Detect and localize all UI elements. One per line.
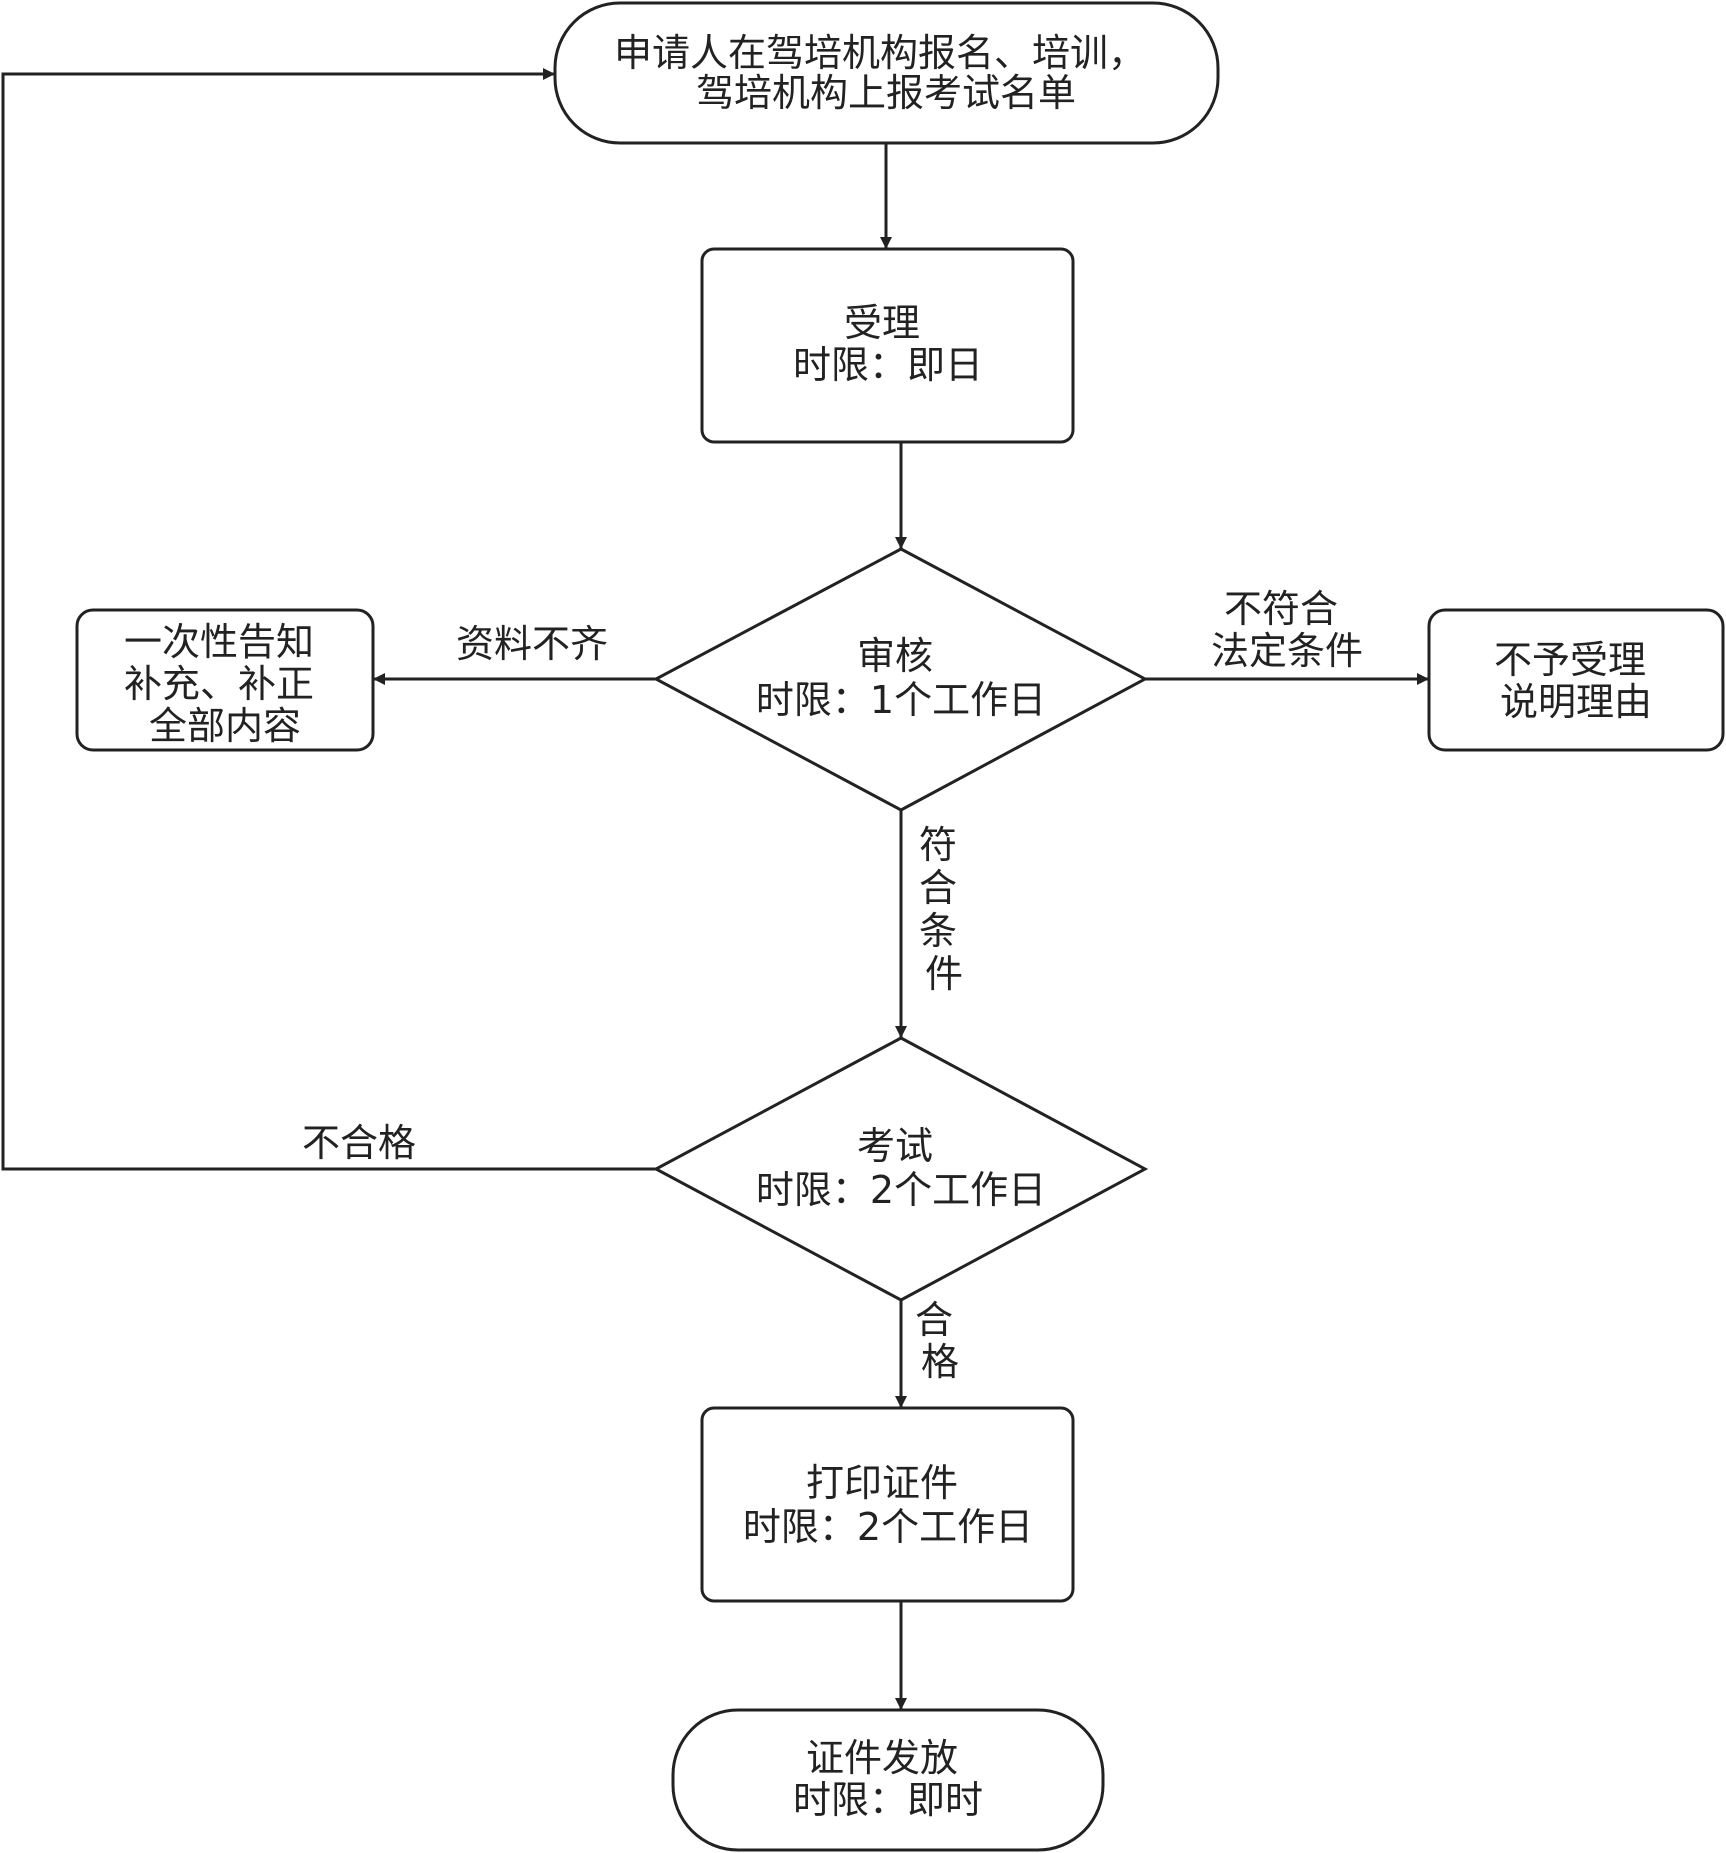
edge-label-not-qualified-line-2: 法定条件 — [1211, 629, 1363, 673]
accept-line-2: 时限：即日 — [793, 343, 983, 387]
issue-node: 证件发放 时限：即时 — [671, 1708, 1105, 1852]
reject-line-1: 不予受理 — [1494, 638, 1646, 682]
supplement-line-3: 全部内容 — [149, 704, 301, 748]
svg-text:申请人在驾培机构报名、培训， 驾培机构上报考试名: 申请人在驾培机构报名、培训， 驾培机构上报考试名单 — [614, 31, 1158, 115]
issue-line-2: 时限：即时 — [793, 1778, 983, 1822]
svg-text:不予受理 说明理由: 不予受理 说明理由 — [1494, 638, 1658, 724]
edge-label-pass: 合 格 — [915, 1298, 965, 1384]
svg-text:审核 时限：1个工作日: 审核 时限：1个工作日 — [756, 634, 1046, 722]
edge-label-fail-line-1: 不合格 — [302, 1121, 416, 1165]
svg-text:打印证件 时限：2个工作日: 打印证件 时限：2个工作日 — [743, 1461, 1033, 1549]
edge-label-incomplete-line-1: 资料不齐 — [456, 622, 608, 666]
print-line-2: 时限：2个工作日 — [743, 1505, 1033, 1549]
print-line-1: 打印证件 — [806, 1461, 958, 1505]
review-line-1: 审核 — [857, 634, 933, 678]
edge-exam-fail-to-start — [1, 68, 656, 1171]
edge-label-qualified-char-2: 合 — [919, 866, 957, 910]
edge-label-fail: 不合格 — [302, 1121, 416, 1165]
reject-line-2: 说明理由 — [1500, 680, 1652, 724]
edge-label-incomplete: 资料不齐 — [456, 622, 608, 666]
svg-text:考试 时限：2个工作日: 考试 时限：2个工作日 — [756, 1124, 1046, 1212]
accept-node: 受理 时限：即日 — [700, 247, 1075, 444]
edge-label-pass-char-1: 合 — [915, 1298, 953, 1342]
edge-label-not-qualified: 不符合 法定条件 — [1211, 587, 1363, 673]
exam-line-1: 考试 — [857, 1124, 933, 1168]
accept-line-1: 受理 — [844, 301, 920, 345]
edge-label-qualified: 符 合 条 件 — [919, 823, 969, 996]
svg-text:一次性告知 补充、补正 全部内容: 一次性告知 补充、补正 全部内容 — [124, 620, 326, 748]
print-node: 打印证件 时限：2个工作日 — [700, 1406, 1075, 1603]
supplement-line-1: 一次性告知 — [124, 620, 314, 664]
svg-text:受理 时限：即日: 受理 时限：即日 — [793, 301, 983, 387]
exam-node: 考试 时限：2个工作日 — [652, 1036, 1149, 1302]
supplement-node: 一次性告知 补充、补正 全部内容 — [75, 608, 375, 752]
svg-text:证件发放 时限：即时: 证件发放 时限：即时 — [793, 1736, 983, 1822]
start-node: 申请人在驾培机构报名、培训， 驾培机构上报考试名单 — [553, 1, 1220, 145]
issue-line-1: 证件发放 — [806, 1736, 958, 1780]
edge-label-not-qualified-line-1: 不符合 — [1224, 587, 1338, 631]
start-line-1: 申请人在驾培机构报名、培训， — [614, 31, 1146, 75]
start-line-2: 驾培机构上报考试名单 — [696, 71, 1076, 115]
supplement-line-2: 补充、补正 — [124, 662, 314, 706]
edge-label-pass-char-2: 格 — [921, 1340, 959, 1384]
edge-label-qualified-char-3: 条 — [919, 909, 957, 953]
edge-label-qualified-char-1: 符 — [919, 823, 957, 867]
reject-node: 不予受理 说明理由 — [1427, 608, 1725, 752]
edge-label-qualified-char-4: 件 — [925, 952, 963, 996]
review-node: 审核 时限：1个工作日 — [652, 547, 1149, 812]
review-line-2: 时限：1个工作日 — [756, 678, 1046, 722]
exam-line-2: 时限：2个工作日 — [756, 1168, 1046, 1212]
